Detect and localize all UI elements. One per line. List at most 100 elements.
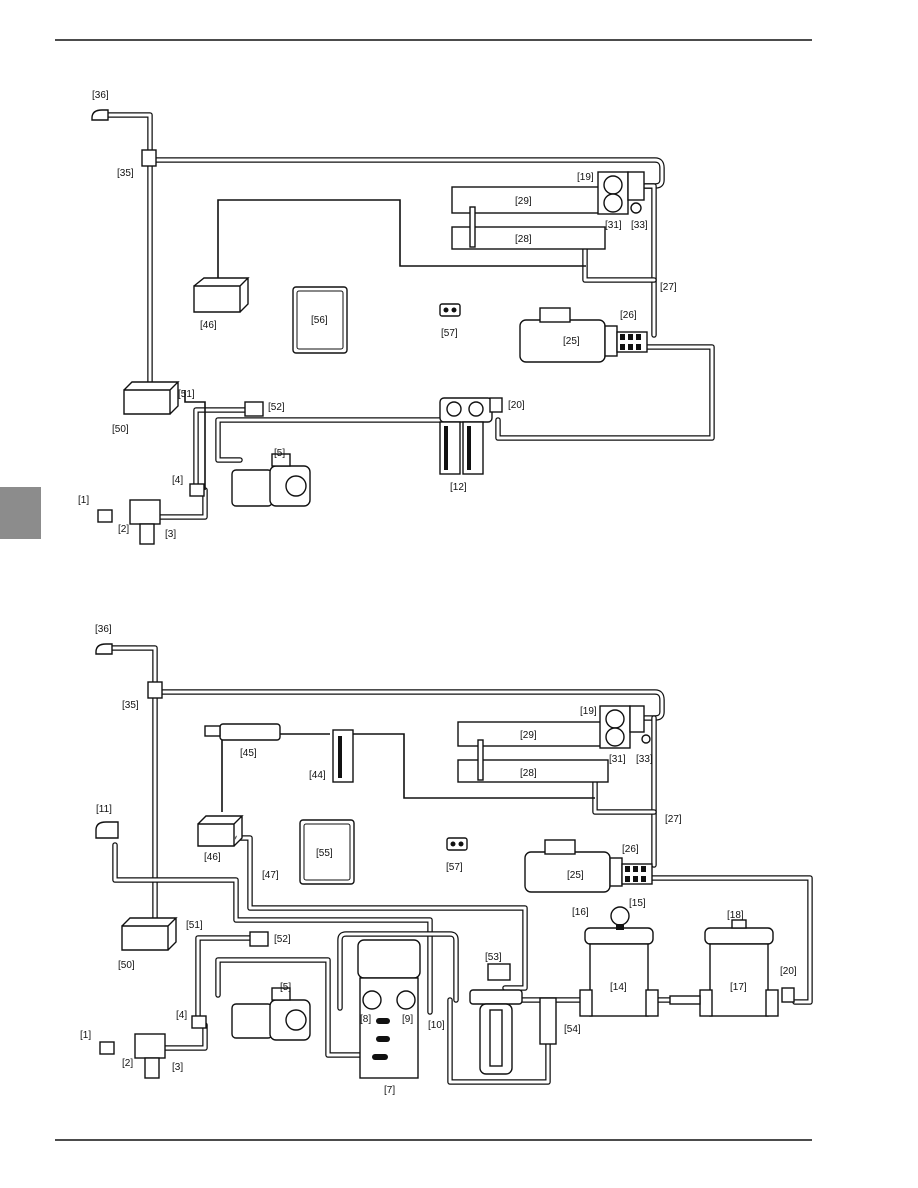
top-label-57: [57] xyxy=(441,328,458,339)
bottom-tank-17 xyxy=(699,919,779,1017)
bottom-label-33: [33] xyxy=(636,754,653,765)
bottom-label-8: [8] xyxy=(360,1014,371,1025)
bottom-label-1: [1] xyxy=(80,1030,91,1041)
bottom-label-9: [9] xyxy=(402,1014,413,1025)
bottom-label-7: [7] xyxy=(384,1085,395,1096)
top-label-5: [5] xyxy=(274,448,285,459)
top-membrane-28 xyxy=(451,226,606,250)
bottom-coupling xyxy=(669,995,701,1005)
top-valve-52 xyxy=(244,401,264,417)
top-label-26: [26] xyxy=(620,310,637,321)
top-label-33: [33] xyxy=(631,220,648,231)
bottom-label-16: [16] xyxy=(572,907,589,918)
top-label-4: [4] xyxy=(172,475,183,486)
bottom-label-44: [44] xyxy=(309,770,326,781)
bottom-tank-46 xyxy=(197,815,244,847)
bottom-filter-53 xyxy=(469,963,523,1075)
bottom-label-31: [31] xyxy=(609,754,626,765)
top-diagram: [36] [35] [19] [29] [28] [31] [33] [27] … xyxy=(78,90,715,545)
top-valve-33 xyxy=(630,202,642,214)
bottom-label-45: [45] xyxy=(240,748,257,759)
top-label-50: [50] xyxy=(112,424,129,435)
top-membrane-29 xyxy=(451,186,606,214)
bottom-panel-55 xyxy=(299,819,355,885)
bottom-diagram: [36] [35] [19] [29] [28] [31] [33] [45] … xyxy=(80,624,813,1096)
bottom-tee-35 xyxy=(147,681,163,699)
top-label-29: [29] xyxy=(515,196,532,207)
bottom-valve-52 xyxy=(249,931,269,947)
bottom-label-10: [10] xyxy=(428,1020,445,1031)
bottom-label-29: [29] xyxy=(520,730,537,741)
bottom-filter-44 xyxy=(332,729,354,783)
bottom-solenoid-20 xyxy=(781,987,795,1003)
bottom-label-27: [27] xyxy=(665,814,682,825)
top-label-56: [56] xyxy=(311,315,328,326)
bottom-tank-14 xyxy=(579,906,659,1017)
top-label-52: [52] xyxy=(268,402,285,413)
bottom-label-52: [52] xyxy=(274,934,291,945)
bottom-label-55: [55] xyxy=(316,848,333,859)
top-solenoid-20 xyxy=(489,397,503,413)
top-booster-pump xyxy=(231,453,311,507)
top-label-19: [19] xyxy=(577,172,594,183)
bottom-label-54: [54] xyxy=(564,1024,581,1035)
bottom-label-46: [46] xyxy=(204,852,221,863)
bottom-label-2: [2] xyxy=(122,1058,133,1069)
bottom-label-18: [18] xyxy=(727,910,744,921)
bottom-switch-57 xyxy=(446,837,468,851)
top-tank-50 xyxy=(123,381,180,415)
top-switch-57 xyxy=(439,303,461,317)
bottom-label-25: [25] xyxy=(567,870,584,881)
top-label-46: [46] xyxy=(200,320,217,331)
top-label-27: [27] xyxy=(660,282,677,293)
bottom-label-47: [47] xyxy=(262,870,279,881)
top-label-2: [2] xyxy=(118,524,129,535)
top-label-28: [28] xyxy=(515,234,532,245)
top-label-1: [1] xyxy=(78,495,89,506)
bottom-label-28: [28] xyxy=(520,768,537,779)
bottom-tank-50 xyxy=(121,917,178,951)
top-tee-fitting xyxy=(141,149,157,167)
top-label-3: [3] xyxy=(165,529,176,540)
bottom-label-57: [57] xyxy=(446,862,463,873)
top-tee-4 xyxy=(189,483,205,497)
bottom-inlet-1 xyxy=(99,1041,115,1055)
top-panel-56 xyxy=(292,286,348,354)
bottom-label-5: [5] xyxy=(280,982,291,993)
bottom-label-15: [15] xyxy=(629,898,646,909)
bottom-booster-pump xyxy=(231,987,311,1041)
bottom-control-panel-7 xyxy=(357,939,421,1079)
top-label-51: [51] xyxy=(178,389,195,400)
top-label-12: [12] xyxy=(450,482,467,493)
top-pipes xyxy=(97,112,715,520)
top-outlet-nozzle xyxy=(91,109,109,121)
bottom-label-53: [53] xyxy=(485,952,502,963)
bottom-motor-pump xyxy=(524,839,653,893)
top-strainer-3 xyxy=(139,523,155,545)
bottom-label-17: [17] xyxy=(730,982,747,993)
bottom-label-20: [20] xyxy=(780,966,797,977)
top-valve-2 xyxy=(129,499,161,525)
bottom-label-51: [51] xyxy=(186,920,203,931)
bottom-outlet-36 xyxy=(95,643,113,655)
top-label-25: [25] xyxy=(563,336,580,347)
bottom-outlet-11 xyxy=(95,821,119,839)
bottom-label-19: [19] xyxy=(580,706,597,717)
bottom-membrane-28 xyxy=(457,759,609,783)
top-inlet-1 xyxy=(97,509,113,523)
bottom-label-3: [3] xyxy=(172,1062,183,1073)
top-label-36: [36] xyxy=(92,90,109,101)
bottom-valve-2 xyxy=(134,1033,166,1059)
bottom-label-35: [35] xyxy=(122,700,139,711)
bottom-valve-54 xyxy=(539,997,557,1045)
top-gauge-icon xyxy=(603,175,623,195)
bottom-label-50: [50] xyxy=(118,960,135,971)
top-motor-pump xyxy=(519,307,648,363)
top-label-35: [35] xyxy=(117,168,134,179)
top-tank-46 xyxy=(193,277,250,313)
bottom-label-11: [11] xyxy=(96,804,112,815)
bottom-carbon-filter-45 xyxy=(219,723,281,741)
bottom-label-36: [36] xyxy=(95,624,112,635)
top-label-20: [20] xyxy=(508,400,525,411)
